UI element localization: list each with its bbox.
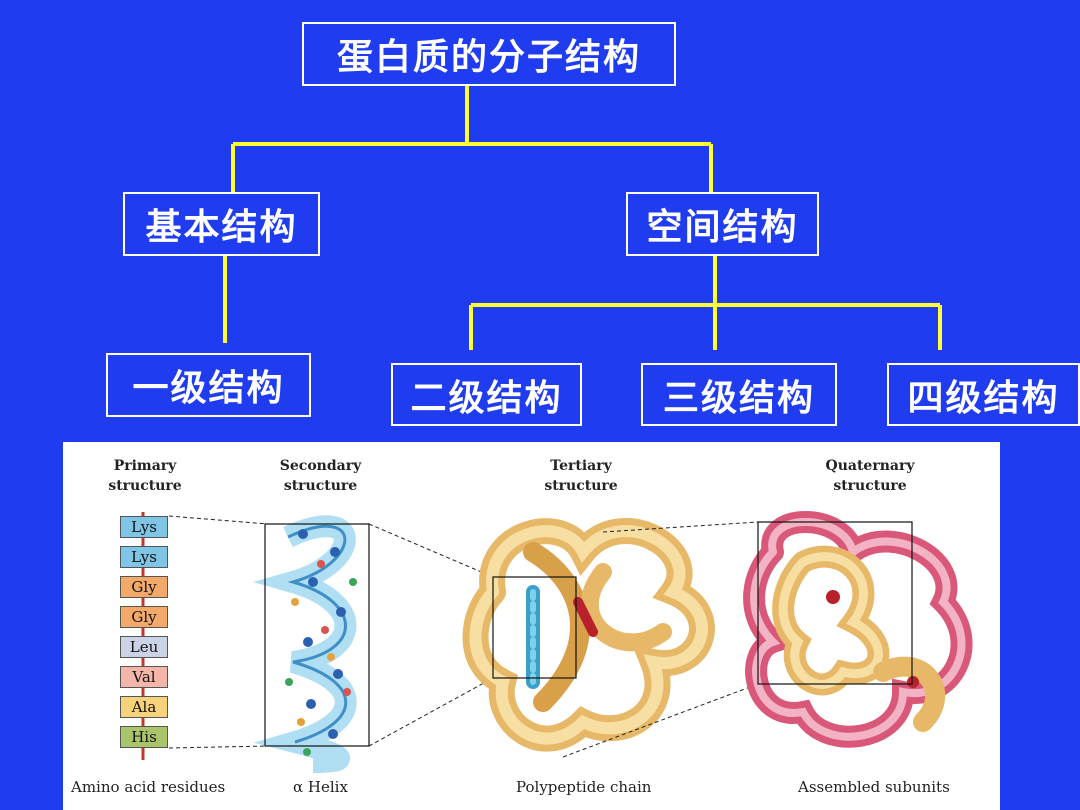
residue-lys-1: Lys (120, 516, 168, 538)
polypeptide-chain-illustration (462, 518, 715, 752)
primary-structure-box: 一级结构 (106, 353, 311, 417)
basic-structure-box: 基本结构 (123, 192, 320, 256)
assembled-subunits-illustration (743, 511, 973, 748)
residue-lys-2: Lys (120, 546, 168, 568)
protein-structure-figure: Primary structure Secondary structure Te… (63, 442, 1000, 810)
residue-his-8: His (120, 726, 168, 748)
spatial-structure-box: 空间结构 (626, 192, 819, 256)
residue-ala-7: Ala (120, 696, 168, 718)
quaternary-structure-header: Quaternary structure (825, 458, 915, 494)
hierarchy-connectors (223, 86, 942, 350)
secondary-structure-box: 二级结构 (391, 363, 582, 426)
assembled-subunits-caption: Assembled subunits (798, 778, 950, 796)
alpha-helix-illustration (253, 515, 357, 773)
tertiary-structure-header: Tertiary structure (544, 458, 618, 494)
residue-gly-3: Gly (120, 576, 168, 598)
alpha-helix-caption: α Helix (293, 778, 348, 796)
secondary-structure-header: Secondary structure (279, 458, 362, 494)
amino-acid-residues-caption: Amino acid residues (71, 778, 226, 796)
primary-structure-header: Primary structure (108, 458, 182, 494)
protein-molecular-structure-box: 蛋白质的分子结构 (302, 22, 676, 86)
residue-leu-5: Leu (120, 636, 168, 658)
protein-structure-illustration (141, 511, 973, 773)
quaternary-structure-box: 四级结构 (887, 363, 1080, 426)
residue-gly-4: Gly (120, 606, 168, 628)
tertiary-structure-box: 三级结构 (641, 363, 837, 426)
polypeptide-chain-caption: Polypeptide chain (516, 778, 652, 796)
residue-val-6: Val (120, 666, 168, 688)
